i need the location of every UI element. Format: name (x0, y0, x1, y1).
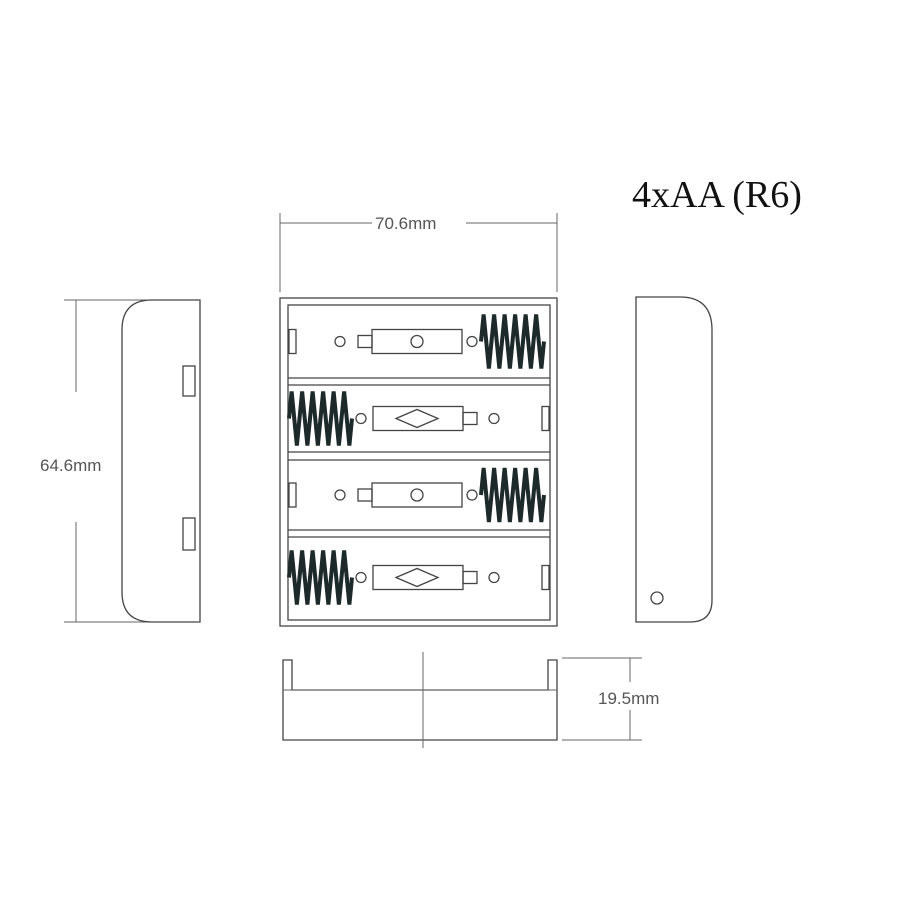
terminal-tab (462, 570, 478, 585)
mounting-hole (650, 591, 664, 605)
width-dimension: 70.6mm (279, 213, 558, 292)
clip-tab (182, 517, 196, 551)
terminal-plate (371, 328, 463, 355)
right-side-view (635, 296, 713, 623)
rivet (355, 412, 367, 425)
end-contact-tab (288, 328, 297, 355)
width-label: 70.6mm (375, 214, 436, 233)
rivet (334, 335, 346, 348)
rivet (334, 489, 346, 501)
terminal-tab (462, 411, 478, 426)
title-label: 4xAA (R6) (632, 174, 802, 216)
rivet (488, 412, 500, 425)
depth-dimension: 19.5mm (562, 657, 659, 741)
rivet (466, 335, 478, 348)
terminal-tab (357, 334, 373, 349)
spring-contact (287, 550, 354, 605)
end-contact-tab (541, 405, 550, 432)
height-dimension: 64.6mm (40, 299, 160, 623)
clip-tab (182, 365, 196, 397)
rivet (488, 571, 500, 584)
depth-label: 19.5mm (598, 689, 659, 708)
bottom-view (282, 652, 558, 748)
end-contact-tab (541, 564, 550, 591)
spring-contact (479, 314, 546, 369)
rivet (355, 571, 367, 584)
spring-contact (287, 391, 354, 446)
front-view (279, 297, 558, 627)
diamond-marking (394, 567, 440, 588)
left-side-view (121, 299, 201, 623)
rivet (410, 488, 424, 502)
diamond-marking (394, 408, 440, 429)
terminal-plate (371, 482, 463, 508)
terminal-tab (357, 488, 373, 502)
rivet (410, 334, 424, 349)
end-contact-tab (288, 482, 297, 508)
height-label: 64.6mm (40, 456, 101, 475)
rivet (466, 489, 478, 501)
spring-contact (479, 467, 546, 523)
